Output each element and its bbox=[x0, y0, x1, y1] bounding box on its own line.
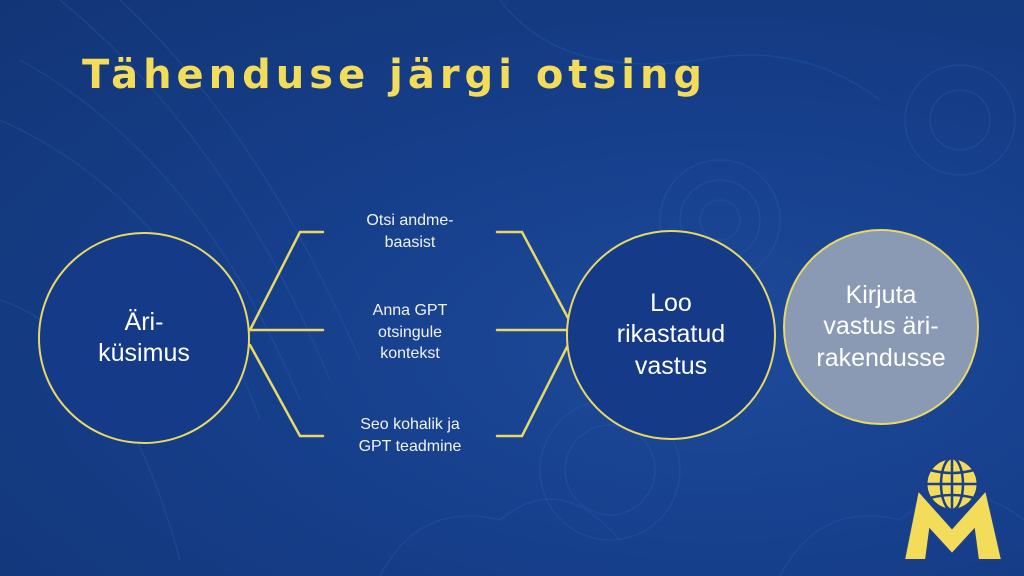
step-search-database: Otsi andme- baasist bbox=[366, 212, 454, 251]
right-branch-top bbox=[495, 230, 570, 320]
slide-title: Tähenduse järgi otsing bbox=[82, 52, 708, 98]
write-answer-node: Kirjuta vastus äri- rakendusse bbox=[783, 229, 979, 425]
left-branch-bottom bbox=[248, 343, 325, 438]
business-question-node: Äri- küsimus bbox=[38, 232, 250, 444]
step-combine-knowledge: Seo kohalik ja GPT teadmine bbox=[358, 416, 462, 455]
right-branch-bottom bbox=[495, 343, 570, 438]
left-branch-top bbox=[248, 230, 325, 332]
globe-m-logo-icon bbox=[902, 456, 1004, 561]
step-give-context: Anna GPT otsingule kontekst bbox=[372, 302, 448, 363]
enriched-answer-label: Loo rikastatud vastus bbox=[616, 289, 726, 380]
business-question-label: Äri- küsimus bbox=[98, 307, 190, 367]
enriched-answer-node: Loo rikastatud vastus bbox=[566, 230, 776, 440]
write-answer-label: Kirjuta vastus äri- rakendusse bbox=[816, 281, 946, 372]
